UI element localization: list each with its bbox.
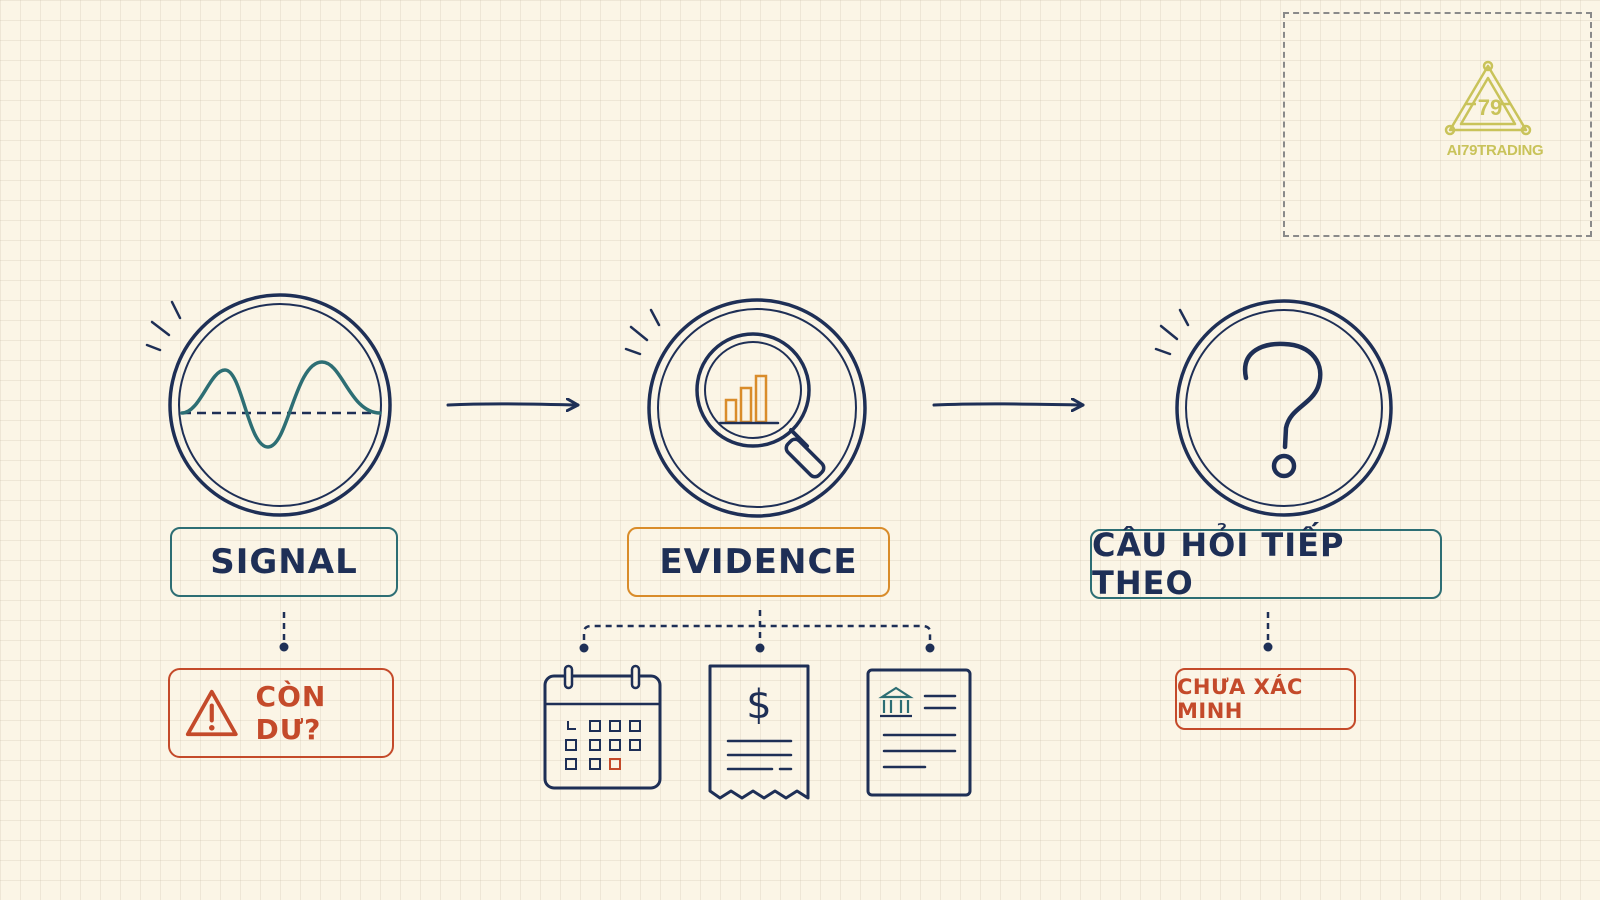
arrow-signal-to-evidence [446, 404, 580, 405]
signal-emphasis-strokes [145, 300, 182, 352]
signal-note-text: CÒN DƯ? [255, 680, 327, 746]
evidence-label: EVIDENCE [627, 527, 890, 597]
arrow-evidence-to-question [932, 404, 1085, 405]
question-emphasis-strokes [1154, 308, 1190, 356]
question-status-note: CHƯA XÁC MINH [1175, 668, 1356, 730]
connector-dot-bank-doc [925, 643, 935, 653]
logo-placeholder-frame [1283, 12, 1592, 237]
sine-wave-icon [180, 360, 382, 449]
evidence-node-circle [647, 298, 867, 518]
warning-icon [185, 689, 238, 737]
question-mark-icon [1242, 341, 1323, 479]
signal-label: SIGNAL [170, 527, 398, 597]
logo-wordmark: AI79TRADING [1446, 142, 1544, 159]
signal-node-circle [168, 293, 392, 517]
signal-to-note-connector [279, 612, 289, 652]
logo-number: 79 [1478, 95, 1502, 120]
connector-dot-receipt [755, 643, 765, 653]
signal-warning-note: CÒN DƯ? [168, 668, 394, 758]
evidence-sources-connector [582, 610, 932, 640]
calendar-icon [543, 664, 662, 790]
svg-text:$: $ [746, 682, 771, 728]
next-question-label: CÂU HỎI TIẾP THEO [1090, 526, 1442, 602]
question-node-circle [1175, 299, 1393, 517]
logo-emblem-icon: 79 [1444, 60, 1532, 136]
question-to-note-connector [1263, 612, 1273, 652]
connector-dot-calendar [579, 643, 589, 653]
receipt-dollar-icon: $ [708, 664, 810, 800]
magnifier-bar-chart-icon [695, 332, 826, 479]
bank-document-icon [866, 668, 972, 797]
evidence-emphasis-strokes [624, 308, 661, 356]
brand-logo: 79 AI79TRADING [1430, 60, 1560, 170]
